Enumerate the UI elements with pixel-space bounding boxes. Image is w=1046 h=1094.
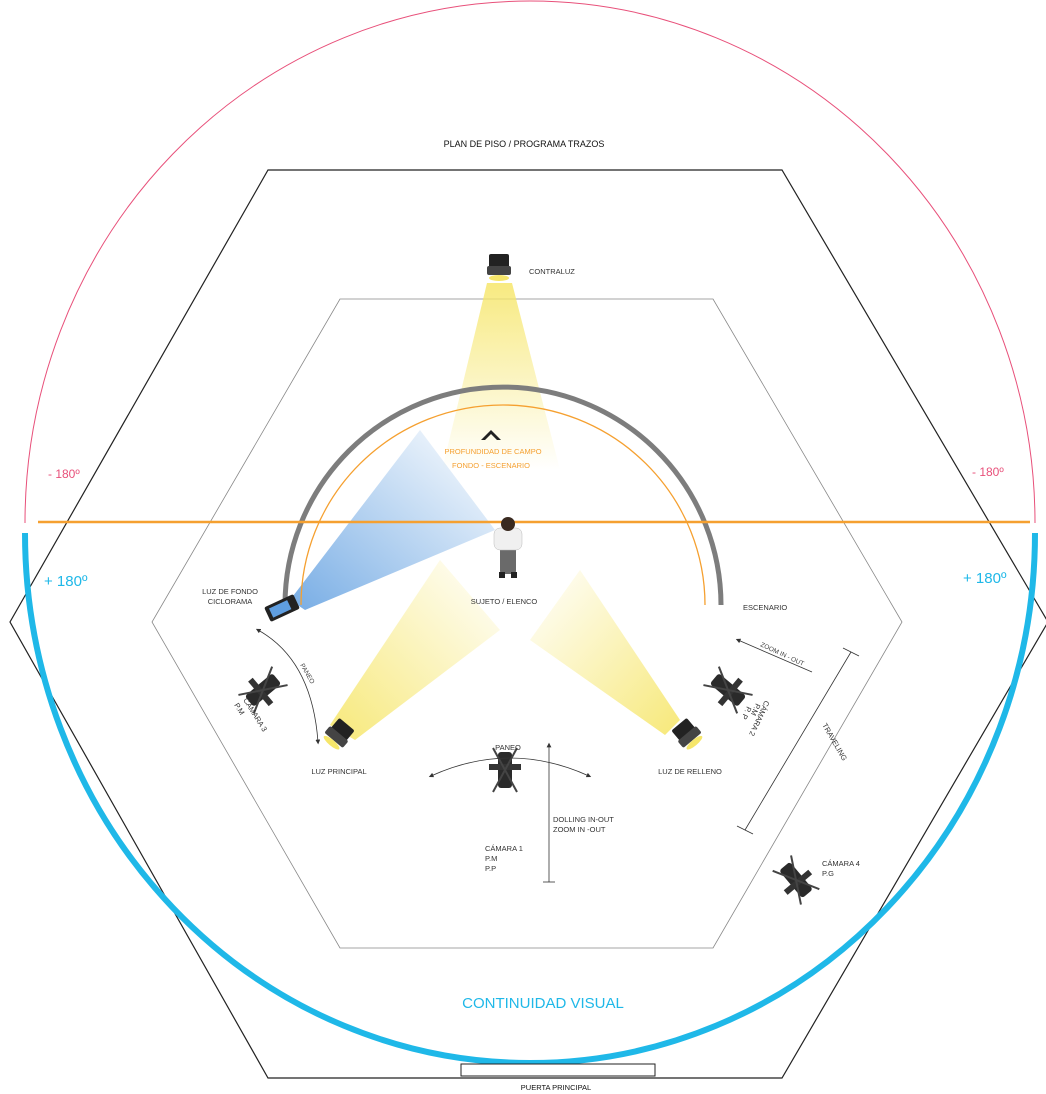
paneo-arc-side	[255, 628, 321, 745]
camera-icon	[489, 747, 521, 793]
luz-relleno-label: LUZ DE RELLENO	[658, 767, 722, 776]
contraluz-beam	[442, 283, 560, 470]
continuidad-label: CONTINUIDAD VISUAL	[462, 995, 624, 1012]
plus-180-right: + 180º	[963, 570, 1007, 587]
spotlight-icon	[672, 718, 703, 750]
traveling-line	[744, 651, 852, 831]
paneo-center-label: PANEO	[495, 743, 521, 752]
camera-icon	[703, 666, 753, 714]
dolling-label: DOLLING IN-OUT	[553, 815, 614, 824]
zoom-right-label: ZOOM IN - OUT	[759, 641, 805, 667]
traveling-cap-top	[842, 647, 860, 657]
spotlight-icon	[264, 594, 300, 622]
zoom-right-arrow	[735, 638, 813, 673]
diagram-title: PLAN DE PISO / PROGRAMA TRAZOS	[444, 139, 605, 149]
escenario-arc	[282, 384, 724, 606]
inner-hexagon	[151, 298, 903, 949]
sujeto-label: SUJETO / ELENCO	[471, 597, 538, 606]
camera-icon	[772, 855, 820, 905]
spotlight-icon	[487, 254, 511, 281]
contraluz-label: CONTRALUZ	[529, 267, 575, 276]
luz-relleno-beam	[530, 570, 680, 735]
escenario-label: ESCENARIO	[743, 603, 787, 612]
plus-180-left: + 180º	[44, 573, 88, 590]
paneo-arc-center	[428, 757, 592, 778]
profundidad-label: PROFUNDIDAD DE CAMPO	[444, 447, 541, 456]
traveling-label: TRAVELING	[820, 722, 849, 763]
outer-hexagon	[9, 169, 1046, 1079]
axis-arc-minus-180	[24, 0, 1036, 524]
traveling-cap-bottom	[736, 825, 754, 835]
zoom-center-label: ZOOM IN -OUT	[553, 825, 606, 834]
camara1-label: CÁMARA 1	[485, 844, 523, 853]
luz-principal-beam	[330, 560, 500, 740]
ciclorama-label: CICLORAMA	[208, 597, 253, 606]
camara2-pp-label: P. P	[740, 705, 754, 721]
luz-fondo-beam	[290, 430, 495, 610]
puerta-label: PUERTA PRINCIPAL	[521, 1083, 591, 1092]
minus-180-left: - 180º	[48, 467, 80, 481]
camara1-pm-label: P.M	[485, 854, 497, 863]
minus-180-right: - 180º	[972, 465, 1004, 479]
continuidad-arc	[22, 532, 1038, 1066]
camara4-label: CÁMARA 4	[822, 859, 860, 868]
spotlight-icon	[323, 718, 354, 750]
puerta-principal-door	[460, 1063, 656, 1077]
luz-fondo-label: LUZ DE FONDO	[202, 587, 258, 596]
camara4-pg-label: P.G	[822, 869, 834, 878]
luz-principal-label: LUZ PRINCIPAL	[311, 767, 366, 776]
fondo-arc	[300, 404, 706, 606]
fondo-escenario-label: FONDO - ESCENARIO	[452, 461, 530, 470]
person-icon	[493, 517, 523, 578]
chevron-up-icon	[481, 430, 501, 440]
camara1-pp-label: P.P	[485, 864, 496, 873]
